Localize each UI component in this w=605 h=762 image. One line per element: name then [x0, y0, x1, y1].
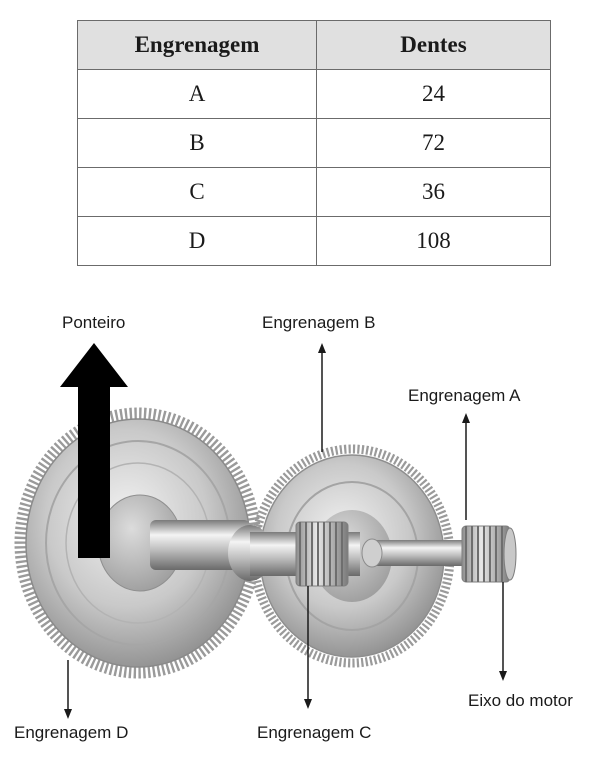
teeth-count-cell: 108 [316, 216, 551, 266]
gear-name-cell: C [77, 167, 317, 217]
label-gear-a: Engrenagem A [408, 386, 521, 405]
gear-a [461, 525, 517, 583]
table-header-row: Engrenagem Dentes [77, 20, 551, 70]
label-ponteiro: Ponteiro [62, 313, 126, 332]
label-gear-c: Engrenagem C [257, 723, 372, 742]
gear-teeth-table: Engrenagem Dentes A 24 B 72 C 36 D 108 [77, 20, 551, 266]
gear-name-cell: A [77, 69, 317, 119]
gear-name-cell: D [77, 216, 317, 266]
table-row: C 36 [77, 167, 551, 217]
header-dentes: Dentes [316, 20, 551, 70]
label-motor-shaft: Eixo do motor [468, 691, 573, 710]
table-row: D 108 [77, 216, 551, 266]
gear-c [295, 521, 349, 587]
label-gear-d: Engrenagem D [14, 723, 129, 742]
label-gear-b: Engrenagem B [262, 313, 376, 332]
header-engrenagem: Engrenagem [77, 20, 317, 70]
teeth-count-cell: 24 [316, 69, 551, 119]
table-row: A 24 [77, 69, 551, 119]
teeth-count-cell: 72 [316, 118, 551, 168]
pointer-arrow-icon [60, 343, 128, 558]
teeth-count-cell: 36 [316, 167, 551, 217]
gear-name-cell: B [77, 118, 317, 168]
gear-train-diagram [14, 343, 517, 719]
table-row: B 72 [77, 118, 551, 168]
